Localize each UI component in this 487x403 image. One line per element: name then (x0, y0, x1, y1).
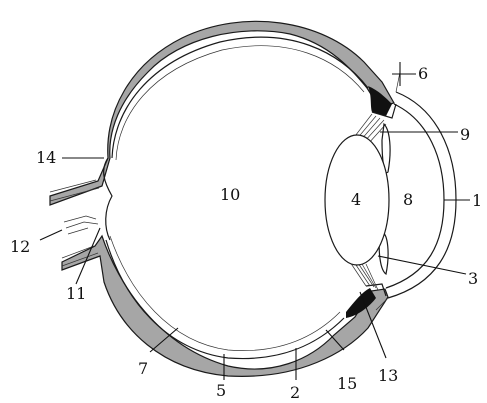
label-12: 12 (10, 237, 30, 256)
optic-nerve-vessels (64, 216, 98, 234)
zonule-fibers-lower (350, 262, 378, 290)
label-6: 6 (418, 64, 428, 83)
sclera-lower (62, 236, 388, 376)
label-1: 1 (472, 191, 482, 210)
label-3: 3 (468, 269, 478, 288)
conjunctiva-upper (396, 62, 400, 92)
label-13: 13 (378, 366, 398, 385)
label-8: 8 (403, 190, 413, 209)
label-11: 11 (66, 284, 86, 303)
label-2: 2 (290, 383, 300, 402)
label-5: 5 (216, 381, 226, 400)
label-9: 9 (460, 125, 470, 144)
label-4: 4 (351, 190, 361, 209)
leader-lines (40, 62, 470, 380)
label-10: 10 (220, 185, 240, 204)
label-15: 15 (337, 374, 357, 393)
label-7: 7 (138, 359, 148, 378)
label-14: 14 (36, 148, 56, 167)
choroid-line (112, 37, 368, 158)
